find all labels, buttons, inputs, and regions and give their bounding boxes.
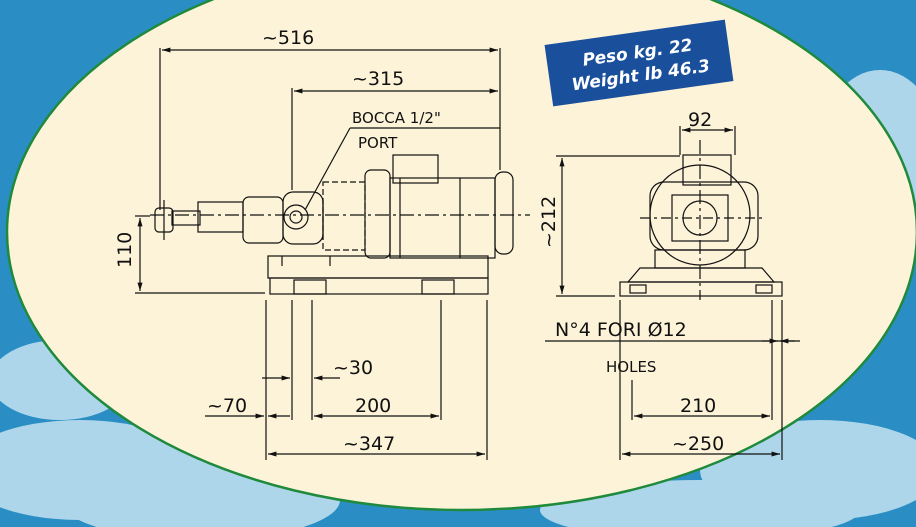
motor-side: [364, 154, 514, 259]
port-label-en: PORT: [358, 134, 398, 152]
drawing-panel: [5, 0, 916, 512]
dim-width-92: 92: [688, 109, 712, 131]
dim-base-length: ~347: [343, 433, 395, 455]
dim-shaft-height: 110: [114, 232, 136, 268]
dim-offset-70: ~70: [207, 395, 247, 417]
dim-base-outer-width: ~250: [672, 433, 724, 455]
holes-label-en: HOLES: [606, 358, 656, 376]
base-side: [267, 255, 489, 295]
dim-offset-30: ~30: [333, 357, 373, 379]
dim-base-inner-width: 210: [680, 395, 716, 417]
dim-motor-length: ~315: [352, 68, 404, 90]
dim-height-212: ~212: [538, 196, 560, 248]
dim-overall-length: ~516: [262, 27, 314, 49]
dim-bolt-spacing: 200: [355, 395, 391, 417]
holes-label-it: N°4 FORI Ø12: [555, 319, 687, 341]
port-label-it: BOCCA 1/2": [352, 109, 441, 127]
